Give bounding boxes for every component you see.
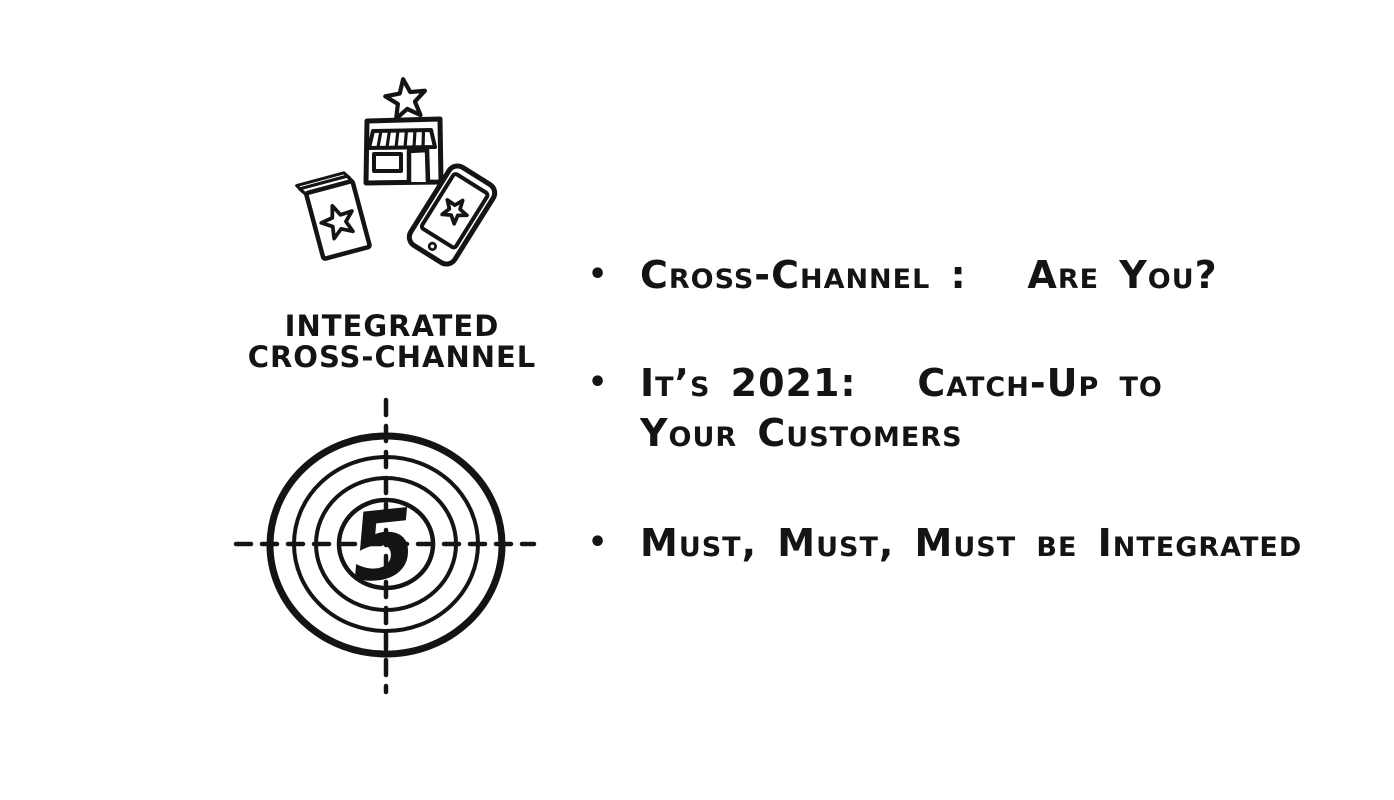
bullet-item-must-be-integrated: • Must, Must, Must be Integrated — [588, 518, 1302, 568]
smartphone-icon — [406, 163, 498, 267]
channels-sketch — [295, 70, 498, 267]
bullet-marker-icon: • — [588, 257, 608, 292]
caption-line-integrated: INTEGRATED — [284, 309, 500, 343]
bullet-item-catch-up: • It’s 2021: Catch-Up to Your Customers — [588, 358, 1163, 458]
bullseye-target-icon: 5 — [233, 397, 537, 695]
bullet-text: Cross-Channel : Are You? — [640, 253, 1218, 297]
bullet-marker-icon: • — [588, 525, 608, 560]
bullet-text: It’s 2021: Catch-Up to Your Customers — [640, 361, 1163, 455]
booklet-icon — [295, 171, 372, 261]
caption-line-cross-channel: CROSS-CHANNEL — [247, 340, 537, 375]
target-number: 5 — [345, 489, 421, 604]
bullet-text: Must, Must, Must be Integrated — [640, 521, 1303, 565]
bullet-item-cross-channel: • Cross-Channel : Are You? — [588, 250, 1218, 300]
bullet-marker-icon: • — [588, 365, 608, 400]
illustration-caption: INTEGRATED CROSS-CHANNEL — [242, 309, 542, 375]
